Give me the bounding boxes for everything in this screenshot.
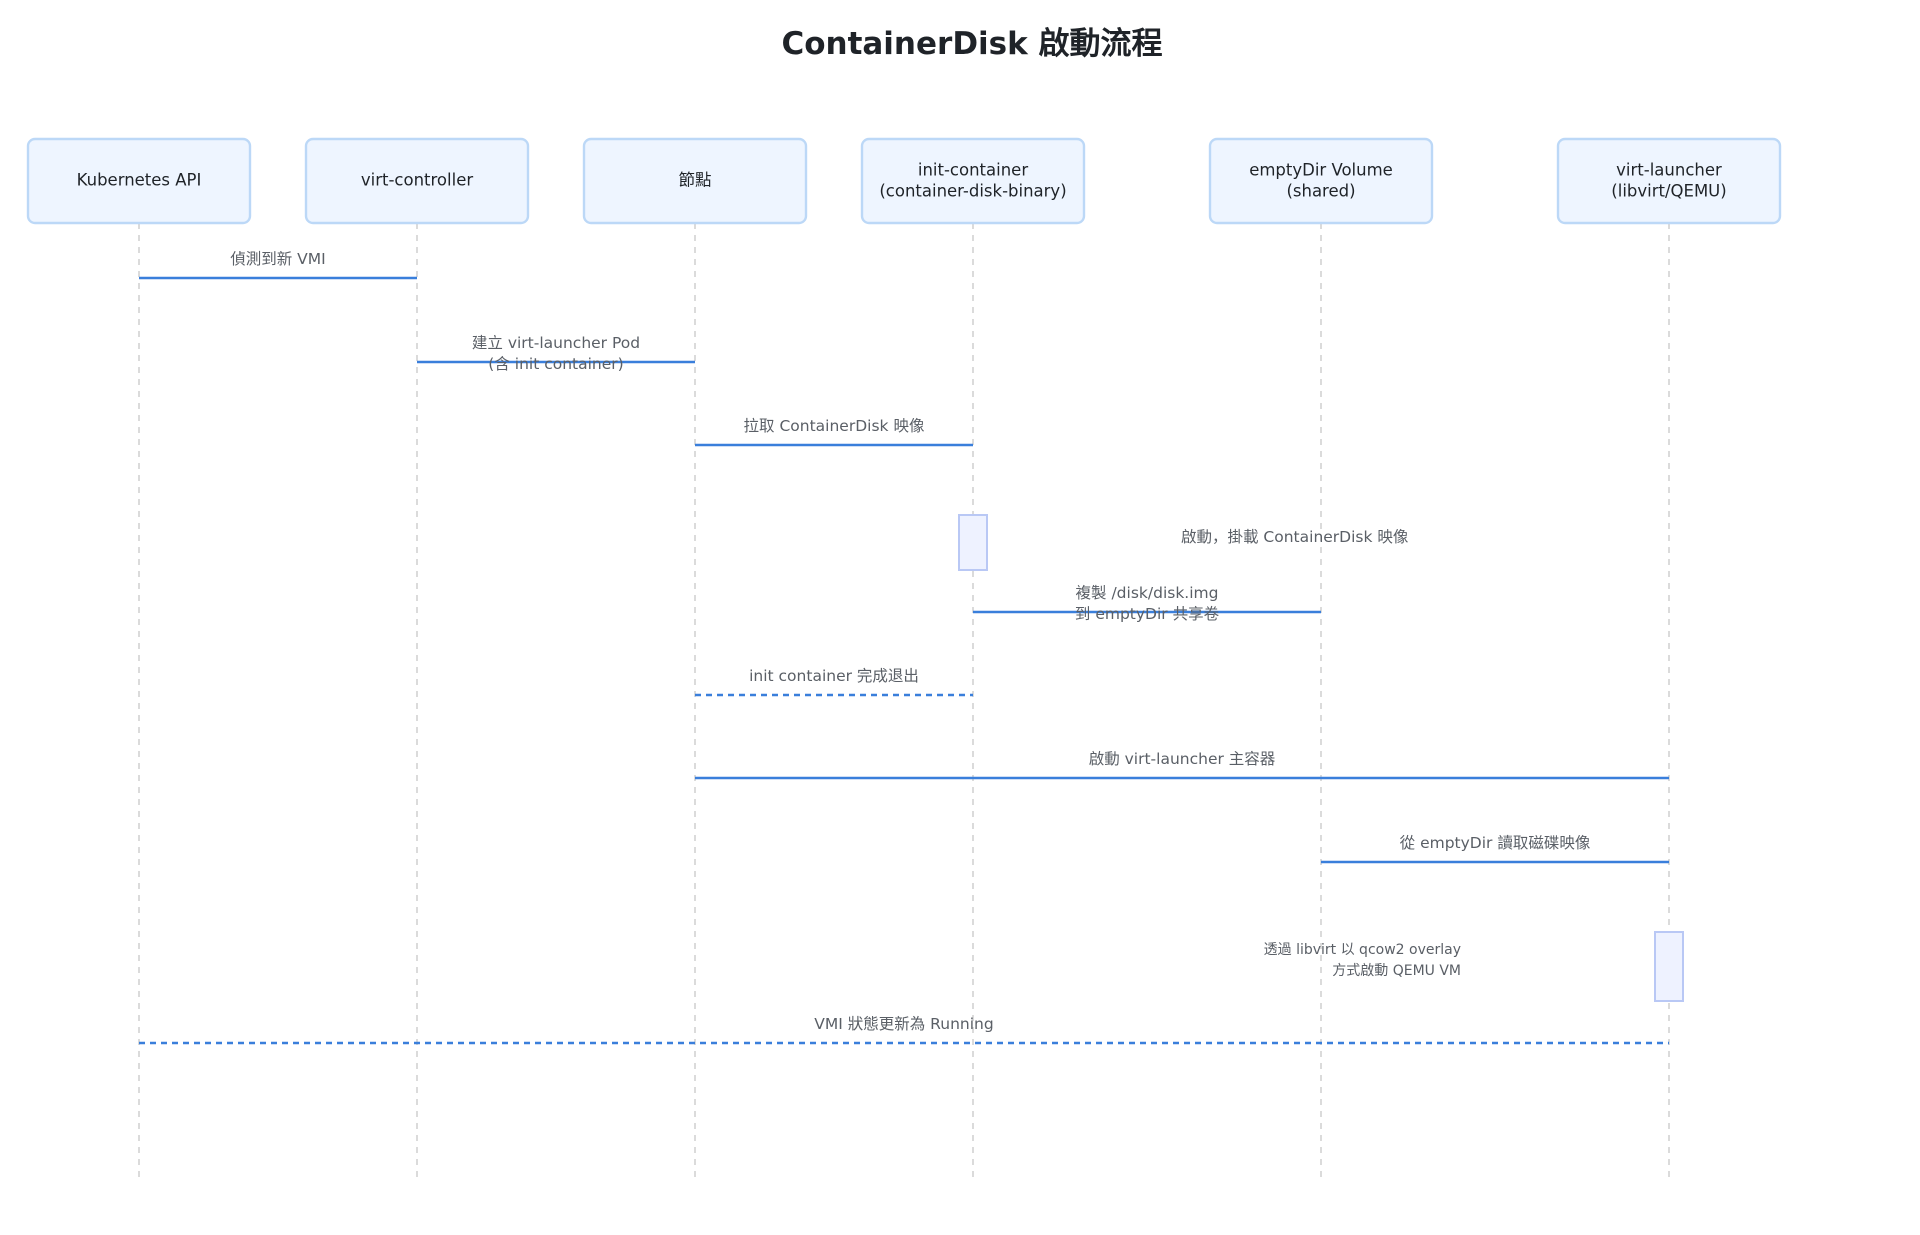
message-label: init container 完成退出	[749, 667, 919, 685]
message-8: VMI 狀態更新為 Running	[139, 1015, 1669, 1045]
participant-init: init-container (container-disk-binary)	[860, 137, 1086, 225]
message-label: 拉取 ContainerDisk 映像	[744, 417, 925, 435]
participant-ctrl: virt-controller	[304, 137, 530, 225]
message-7: 從 emptyDir 讀取磁碟映像	[1321, 834, 1669, 864]
activation-note: 方式啟動 QEMU VM	[1332, 963, 1461, 979]
participant-box	[304, 137, 530, 225]
participant-node: 節點	[582, 137, 808, 225]
participant-k8s: Kubernetes API	[26, 137, 252, 225]
participant-label: virt-controller	[361, 171, 473, 190]
participant-label: (libvirt/QEMU)	[1611, 182, 1726, 201]
message-1: 偵測到新 VMI	[139, 250, 417, 280]
activation-note: 透過 libvirt 以 qcow2 overlay	[1264, 942, 1461, 958]
participant-label: (shared)	[1286, 182, 1355, 201]
participant-label: init-container	[918, 161, 1028, 180]
activation-note: 啟動，掛載 ContainerDisk 映像	[1181, 528, 1409, 546]
participant-label: emptyDir Volume	[1249, 161, 1393, 180]
participant-label: Kubernetes API	[77, 171, 202, 190]
activation-bar	[1654, 931, 1684, 1002]
message-label: 建立 virt-launcher Pod	[472, 334, 640, 352]
participant-box	[582, 137, 808, 225]
participant-label: virt-launcher	[1616, 161, 1722, 180]
participants: Kubernetes API virt-controller 節點 init-cont…	[26, 137, 1782, 225]
message-5: init container 完成退出	[695, 667, 973, 697]
activation-init: 啟動，掛載 ContainerDisk 映像	[958, 514, 1409, 571]
participant-launcher: virt-launcher (libvirt/QEMU)	[1556, 137, 1782, 225]
participant-vol: emptyDir Volume (shared)	[1208, 137, 1434, 225]
messages: 偵測到新 VMI 建立 virt-launcher Pod (含 init cont…	[139, 250, 1669, 1045]
participant-box	[1208, 137, 1434, 225]
message-2: 建立 virt-launcher Pod (含 init container)	[417, 334, 695, 373]
lifelines	[138, 223, 1670, 1180]
message-label: 到 emptyDir 共享卷	[1075, 605, 1220, 623]
participant-label: (container-disk-binary)	[879, 182, 1066, 201]
diagram-title: ContainerDisk 啟動流程	[781, 26, 1162, 62]
activation-bar	[958, 514, 988, 571]
message-6: 啟動 virt-launcher 主容器	[695, 750, 1669, 780]
participant-label: 節點	[679, 171, 712, 190]
participant-box	[860, 137, 1086, 225]
participant-box	[1556, 137, 1782, 225]
message-4: 複製 /disk/disk.img 到 emptyDir 共享卷	[973, 584, 1321, 623]
message-label: VMI 狀態更新為 Running	[814, 1015, 993, 1033]
message-label: 偵測到新 VMI	[230, 250, 325, 268]
message-label: 啟動 virt-launcher 主容器	[1089, 750, 1276, 768]
message-label: 從 emptyDir 讀取磁碟映像	[1400, 834, 1591, 852]
activation-launcher: 透過 libvirt 以 qcow2 overlay 方式啟動 QEMU VM	[1264, 931, 1684, 1002]
message-label: 複製 /disk/disk.img	[1076, 584, 1219, 602]
message-label: (含 init container)	[488, 355, 623, 373]
participant-box	[26, 137, 252, 225]
message-3: 拉取 ContainerDisk 映像	[695, 417, 973, 447]
